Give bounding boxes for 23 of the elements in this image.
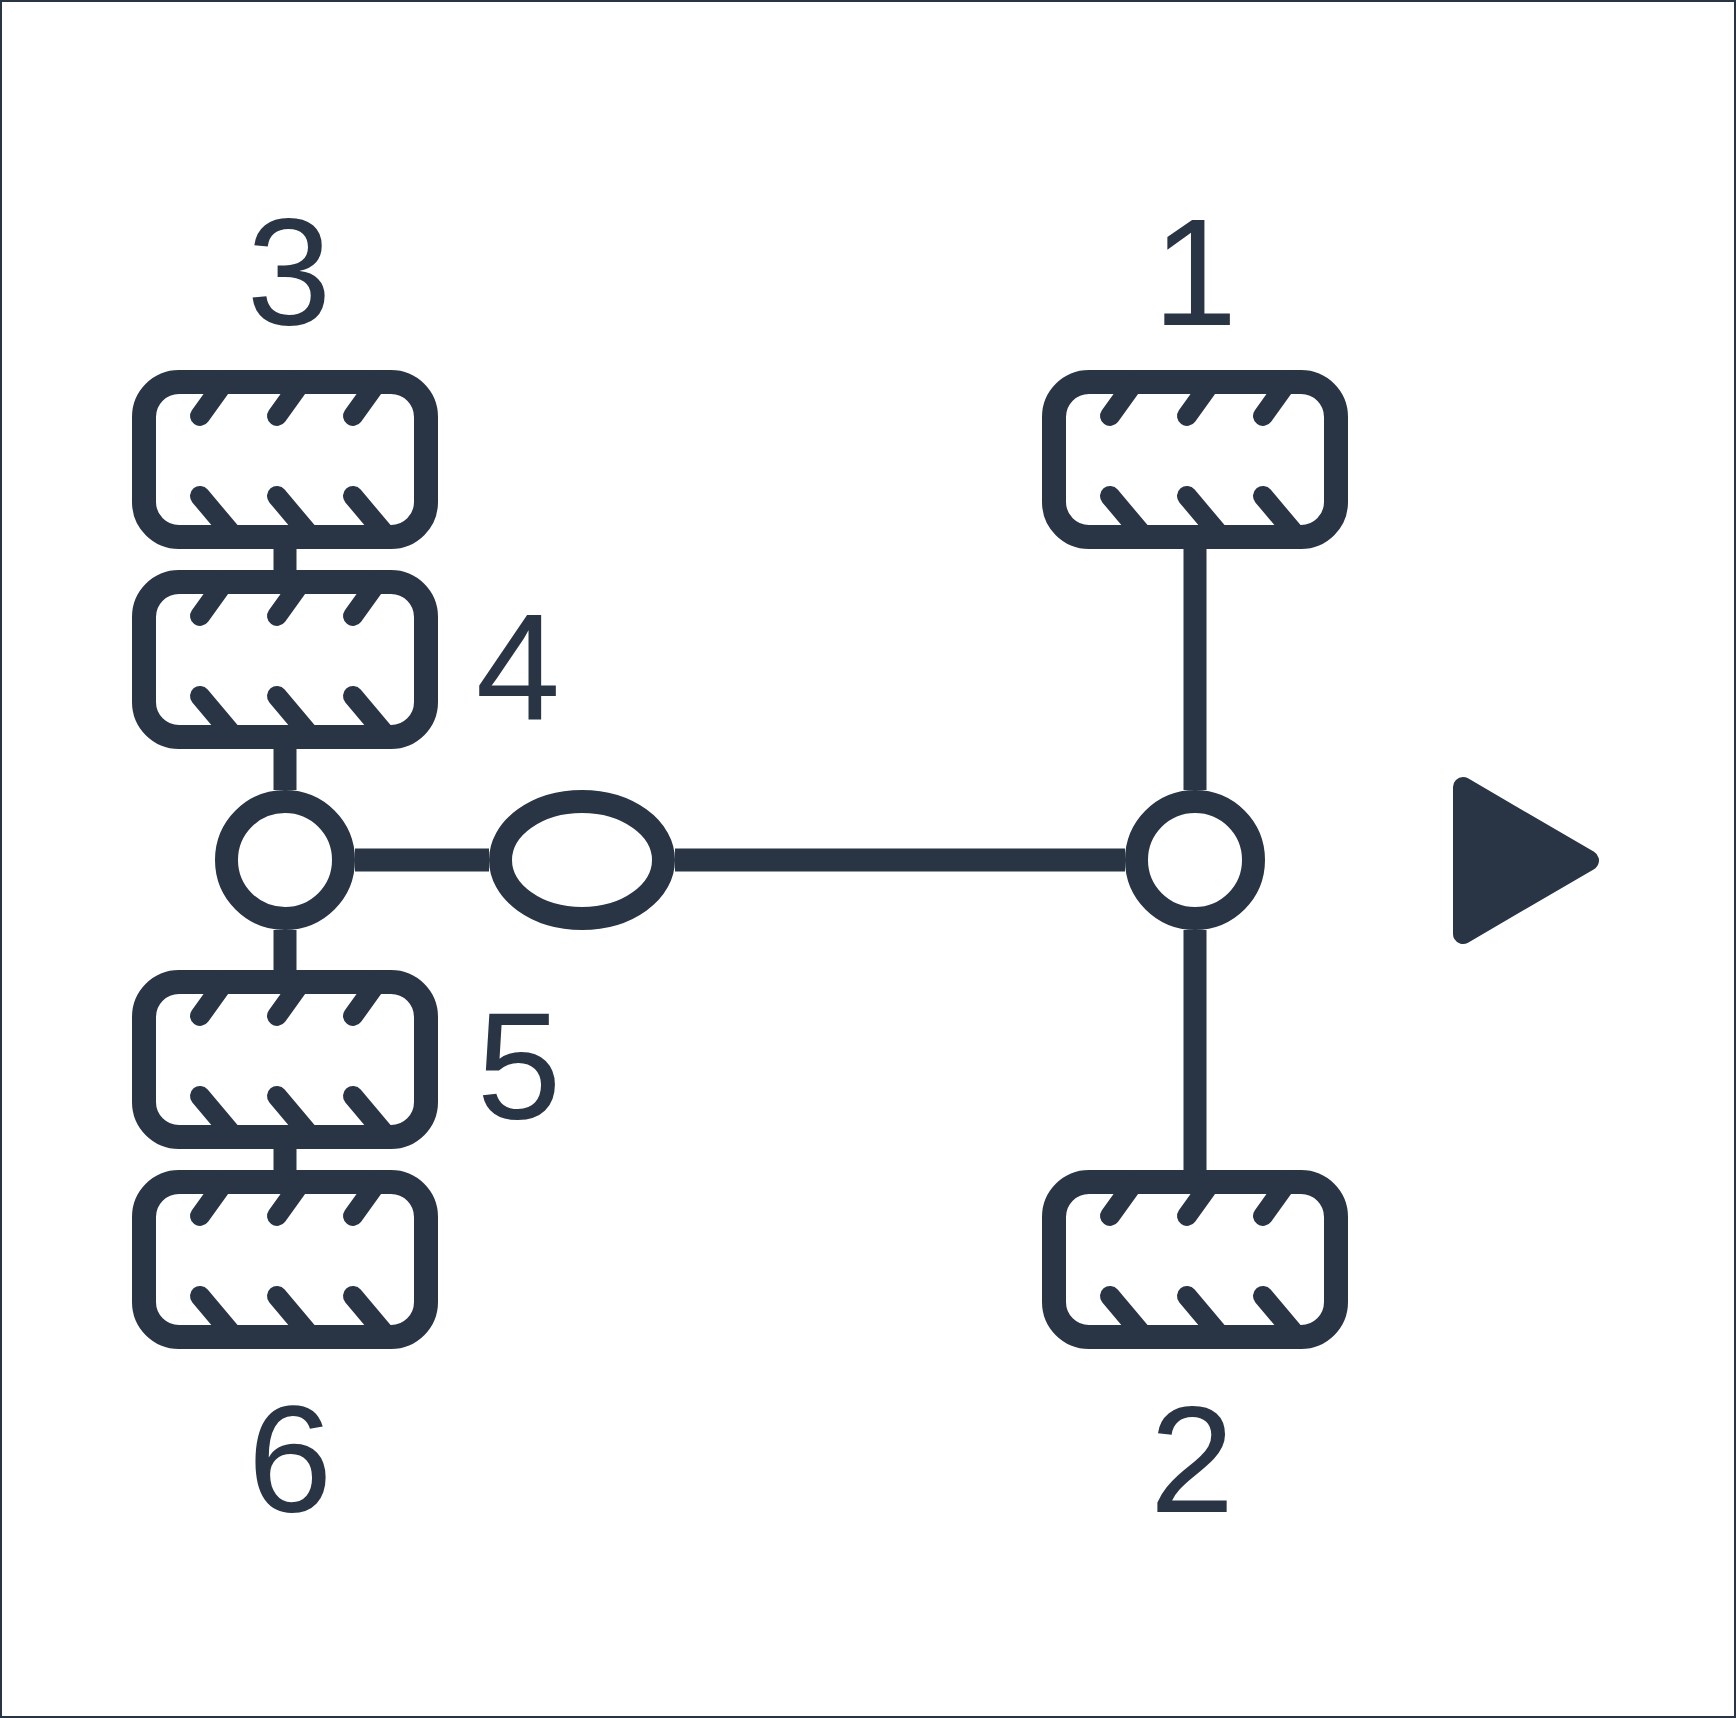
- differential-ellipse: [489, 790, 675, 930]
- tire-number: 5: [476, 990, 562, 1142]
- tire-symbol: [132, 370, 438, 549]
- axle-line: [675, 848, 1125, 872]
- axle-line: [355, 848, 489, 872]
- hub-circle: [1125, 790, 1265, 930]
- axle-line: [273, 930, 297, 970]
- tire-symbol: [132, 1170, 438, 1349]
- tire-number: 6: [247, 1383, 333, 1535]
- tire-number: 1: [1152, 196, 1238, 348]
- tire-symbol: [1042, 370, 1348, 549]
- tire-number: 3: [246, 196, 332, 348]
- tire-symbol: [132, 570, 438, 749]
- axle-line: [273, 749, 297, 790]
- axle-line: [1183, 930, 1207, 1170]
- axle-line: [1183, 549, 1207, 790]
- tire-symbol: [132, 970, 438, 1149]
- axle-line: [273, 1149, 297, 1170]
- tire-number: 2: [1149, 1383, 1235, 1535]
- tire-number: 4: [475, 591, 561, 743]
- hub-circle: [215, 790, 355, 930]
- axle-line: [273, 549, 297, 570]
- tire-symbol: [1042, 1170, 1348, 1349]
